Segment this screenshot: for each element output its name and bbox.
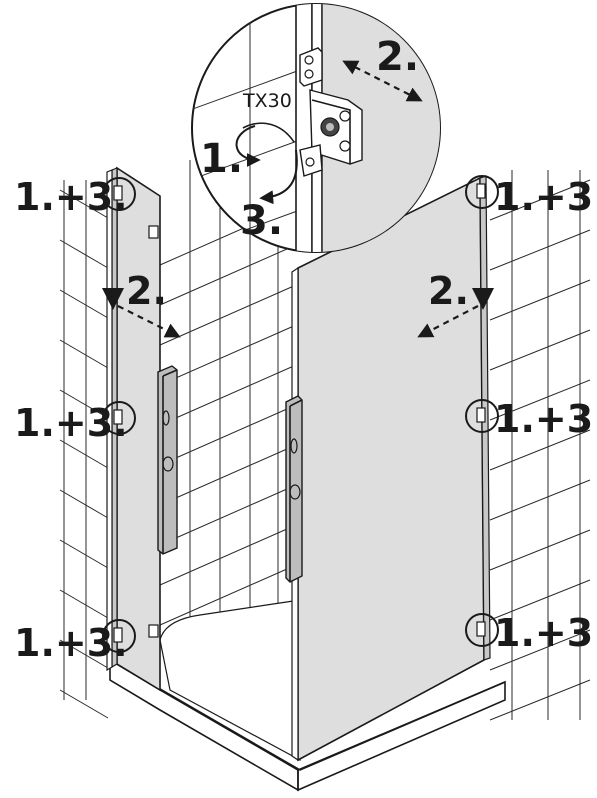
- label-right-step-2: 2.: [428, 269, 469, 313]
- tile-line: [59, 389, 109, 419]
- right-door-handle: [285, 395, 303, 583]
- label-left-mid: 1.+3.: [14, 401, 128, 445]
- left-door-handle: [157, 365, 178, 555]
- tile-line: [489, 329, 591, 371]
- detail-step-1-label: 1.: [200, 136, 243, 182]
- right-glass-panel: [285, 175, 491, 762]
- detail-step-2-label: 2.: [376, 34, 419, 80]
- label-right-mid: 1.+3.: [494, 397, 597, 441]
- label-right-bot: 1.+3.: [494, 611, 597, 655]
- tile-line: [59, 539, 109, 569]
- tile-line: [489, 379, 591, 421]
- tile-line: [159, 524, 297, 586]
- tile-line: [489, 229, 591, 271]
- marker-right-top: [465, 175, 499, 209]
- marker-left-bot: [102, 619, 136, 653]
- tile-line: [159, 284, 297, 346]
- marker-left-mid: [102, 401, 136, 435]
- tile-line: [59, 639, 109, 669]
- hinge-markers: [102, 175, 499, 653]
- tile-line: [159, 484, 297, 546]
- tile-line: [489, 579, 591, 621]
- tool-label: TX30: [242, 90, 292, 112]
- tile-line: [159, 404, 297, 466]
- label-right-top: 1.+3.: [494, 175, 597, 219]
- hinge-bracket: [299, 47, 363, 177]
- tile-line: [59, 339, 109, 369]
- tile-line: [159, 444, 297, 506]
- tile-line: [59, 239, 109, 269]
- marker-right-bot: [465, 613, 499, 647]
- tile-line: [489, 479, 591, 521]
- tile-line: [159, 324, 297, 386]
- tile-line: [59, 189, 109, 219]
- marker-right-mid: [465, 399, 499, 433]
- label-left-bot: 1.+3.: [14, 621, 128, 665]
- tile-line: [59, 439, 109, 469]
- tile-line: [489, 629, 591, 671]
- tile-line: [489, 429, 591, 471]
- tile-line: [59, 489, 109, 519]
- detail-step-3-label: 3.: [240, 198, 283, 244]
- tile-line: [489, 679, 591, 721]
- tile-line: [489, 179, 591, 221]
- tile-line: [489, 529, 591, 571]
- tile-line: [159, 244, 297, 306]
- tile-line: [159, 364, 297, 426]
- tile-line: [59, 689, 109, 719]
- step-2-arrows: [102, 288, 494, 338]
- tile-line: [489, 279, 591, 321]
- marker-left-top: [102, 177, 136, 211]
- label-left-step-2: 2.: [126, 269, 167, 313]
- tile-line: [59, 289, 109, 319]
- label-left-top: 1.+3.: [14, 175, 128, 219]
- tile-line: [59, 589, 109, 619]
- tile-line: [159, 564, 297, 626]
